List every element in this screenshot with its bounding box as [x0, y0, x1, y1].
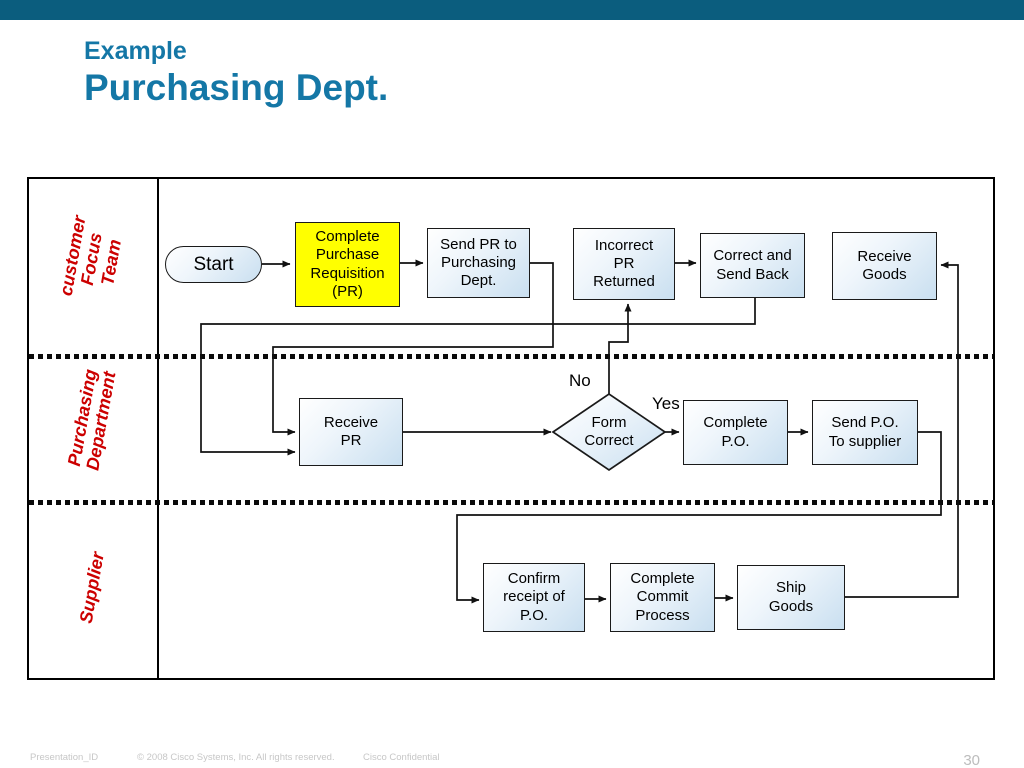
node-receive-pr: Receive PR: [299, 398, 403, 466]
lane-separator-1: [29, 354, 993, 359]
slide-subtitle: Example: [84, 37, 187, 65]
lane-label-divider: [157, 177, 159, 680]
node-complete-commit-process: Complete Commit Process: [610, 563, 715, 632]
edge-label-no: No: [569, 371, 591, 390]
footer-presentation-id: Presentation_ID: [30, 752, 99, 763]
top-accent-bar: [0, 0, 1024, 20]
footer-confidential: Cisco Confidential: [363, 752, 440, 763]
node-incorrect-pr-returned: Incorrect PR Returned: [573, 228, 675, 300]
footer-page-number: 30: [963, 752, 980, 768]
node-receive-goods: Receive Goods: [832, 232, 937, 300]
node-ship-goods: Ship Goods: [737, 565, 845, 630]
node-confirm-receipt-of-po: Confirm receipt of P.O.: [483, 563, 585, 632]
node-start: Start: [165, 246, 262, 283]
node-complete-purchase-requisition: Complete Purchase Requisition (PR): [295, 222, 400, 307]
node-complete-po: Complete P.O.: [683, 400, 788, 465]
node-form-correct-label: Form Correct: [584, 413, 634, 449]
node-send-po-to-supplier: Send P.O. To supplier: [812, 400, 918, 465]
slide-title: Purchasing Dept.: [84, 66, 389, 108]
edge-label-yes: Yes: [652, 394, 680, 413]
node-correct-and-send-back: Correct and Send Back: [700, 233, 805, 298]
slide-footer: Presentation_ID © 2008 Cisco Systems, In…: [0, 744, 1024, 768]
footer-copyright: © 2008 Cisco Systems, Inc. All rights re…: [137, 752, 335, 763]
node-send-pr-to-purchasing: Send PR to Purchasing Dept.: [427, 228, 530, 298]
lane-separator-2: [29, 500, 993, 505]
title-block: Example Purchasing Dept.: [84, 37, 389, 108]
